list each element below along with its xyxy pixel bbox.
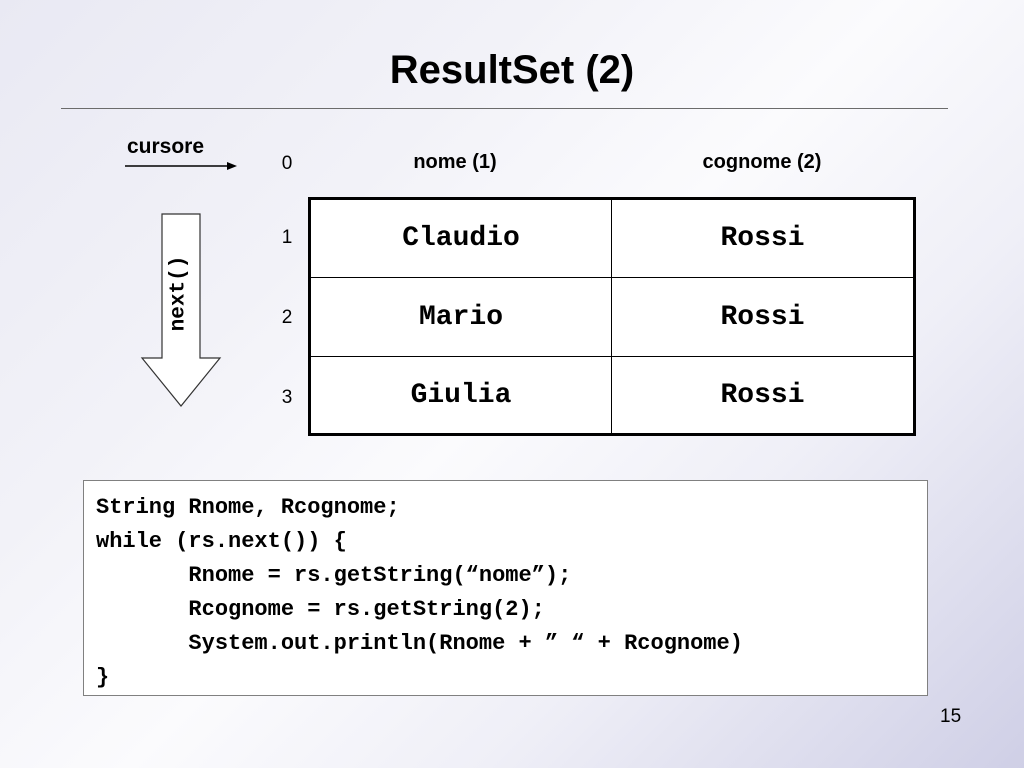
code-line: } <box>96 665 110 690</box>
cursor-label: cursore <box>127 135 205 158</box>
row-index-0: 0 <box>281 153 293 174</box>
code-line: Rnome = rs.getString(“nome”); <box>96 563 572 588</box>
table-cell: Rossi <box>612 278 913 357</box>
column-header-nome: nome (1) <box>413 151 497 173</box>
next-method-label: next() <box>166 243 192 343</box>
table-cell: Claudio <box>311 200 612 278</box>
code-line: while (rs.next()) { <box>96 529 347 554</box>
resultset-table: Claudio Rossi Mario Rossi Giulia Rossi <box>308 197 916 436</box>
table-cell: Mario <box>311 278 612 357</box>
cursor-arrow-icon <box>125 162 237 170</box>
title-divider <box>61 108 948 109</box>
slide-title: ResultSet (2) <box>389 48 635 92</box>
code-line: Rcognome = rs.getString(2); <box>96 597 545 622</box>
down-arrow-icon <box>140 213 222 407</box>
code-line: String Rnome, Rcognome; <box>96 495 400 520</box>
row-index-1: 1 <box>281 227 293 248</box>
row-index-2: 2 <box>281 307 293 328</box>
table-cell: Rossi <box>720 379 805 411</box>
next-method-text: next() <box>167 255 191 331</box>
code-block: String Rnome, Rcognome; while (rs.next()… <box>83 480 928 696</box>
page-number: 15 <box>940 706 962 727</box>
column-header-cognome: cognome (2) <box>702 151 822 173</box>
code-line: System.out.println(Rnome + ” “ + Rcognom… <box>96 631 743 656</box>
table-cell: Rossi <box>612 200 913 278</box>
table-cell: Giulia <box>311 357 612 433</box>
row-index-3: 3 <box>281 387 293 408</box>
